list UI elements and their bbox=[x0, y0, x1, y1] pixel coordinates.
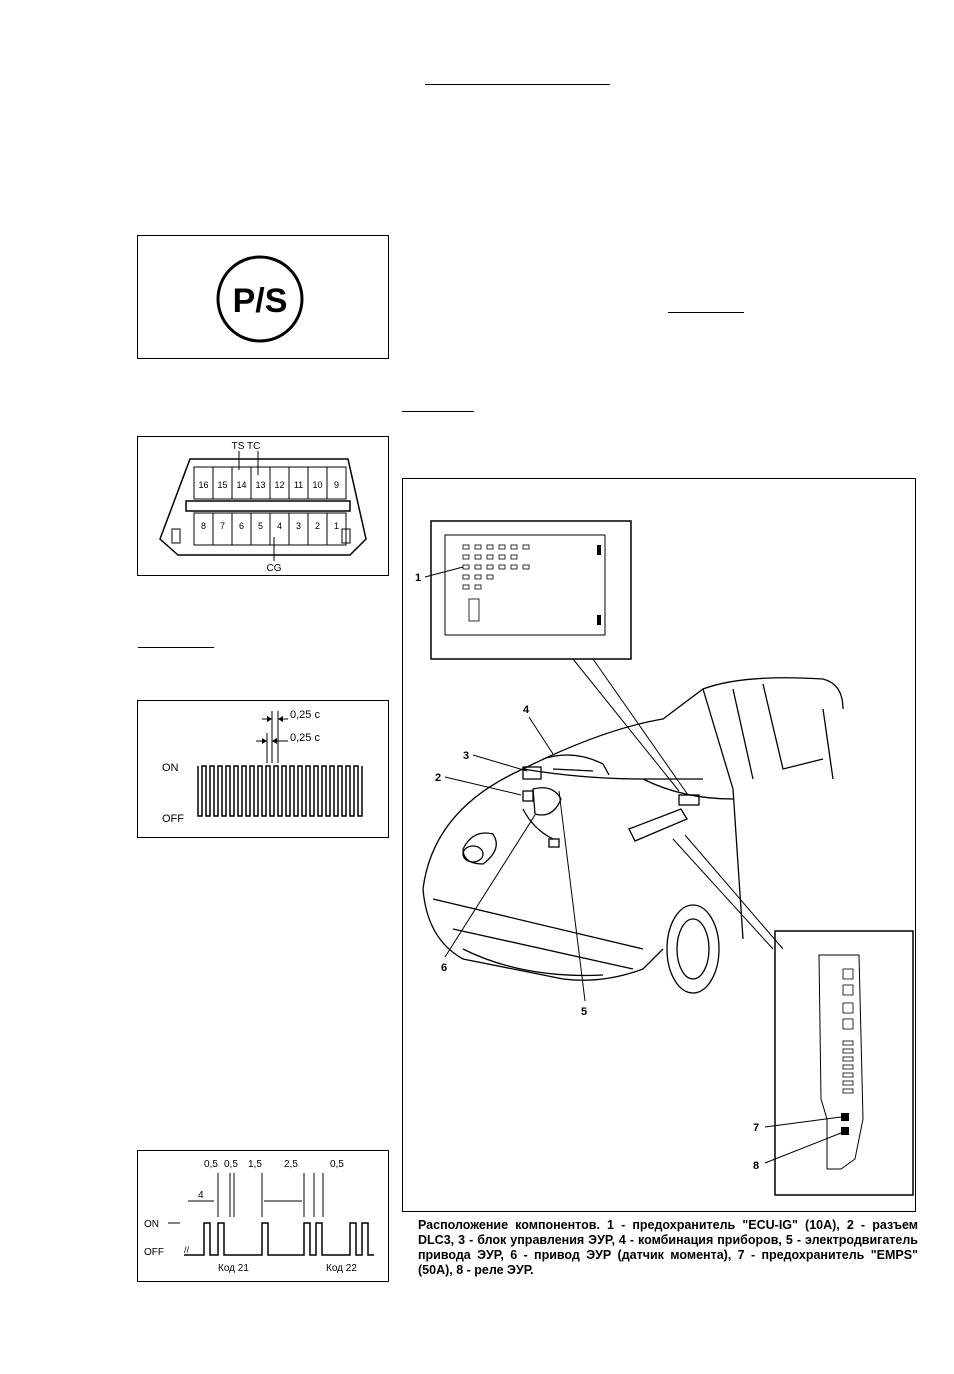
dlc3-pin: 7 bbox=[220, 521, 225, 531]
code-pattern-diagram: 0,5 0,5 1,5 2,5 0,5 4 ON OFF // Код 21 К… bbox=[144, 1159, 374, 1274]
code-timing: 0,5 bbox=[204, 1159, 218, 1170]
ps-indicator-panel: P/S bbox=[137, 235, 389, 359]
callout-1: 1 bbox=[415, 572, 421, 584]
components-illustration: 1 bbox=[415, 520, 914, 1196]
heading-rule-right bbox=[402, 411, 474, 412]
dlc3-pin: 9 bbox=[334, 480, 339, 490]
code-timing: 0,5 bbox=[330, 1159, 344, 1170]
blink-off-label: OFF bbox=[162, 813, 184, 825]
dlc3-pin: 8 bbox=[201, 521, 206, 531]
code-pattern-panel: 0,5 0,5 1,5 2,5 0,5 4 ON OFF // Код 21 К… bbox=[137, 1150, 389, 1282]
components-figure: 1 bbox=[402, 478, 916, 1212]
blink-interval-2: 0,25 c bbox=[290, 732, 320, 744]
dlc3-pin: 4 bbox=[277, 521, 282, 531]
heading-rule-top bbox=[425, 84, 610, 85]
components-caption: Расположение компонентов. 1 - предохрани… bbox=[418, 1218, 918, 1277]
blink-pattern-panel: 0,25 c 0,25 c ON OFF bbox=[137, 700, 389, 838]
dlc3-pin: 13 bbox=[255, 480, 265, 490]
dlc3-pin: 15 bbox=[217, 480, 227, 490]
ps-indicator-icon: P/S bbox=[216, 255, 304, 343]
dlc3-top-label: TS TC bbox=[232, 441, 261, 452]
code-off-label: OFF bbox=[144, 1247, 164, 1258]
dlc3-pin: 2 bbox=[315, 521, 320, 531]
blink-on-label: ON bbox=[162, 762, 179, 774]
code-21-label: Код 21 bbox=[218, 1263, 249, 1274]
dlc3-pin: 3 bbox=[296, 521, 301, 531]
code-on-label: ON bbox=[144, 1219, 159, 1230]
dlc3-pin: 5 bbox=[258, 521, 263, 531]
dlc3-pin: 11 bbox=[294, 480, 303, 490]
dlc3-pin: 14 bbox=[236, 480, 246, 490]
svg-text://: // bbox=[184, 1245, 190, 1255]
dlc3-bottom-label: CG bbox=[267, 563, 282, 574]
dlc3-pin: 16 bbox=[198, 480, 208, 490]
code-timing: 0,5 bbox=[224, 1159, 238, 1170]
heading-rule-left bbox=[138, 647, 214, 648]
dlc3-pin: 12 bbox=[274, 480, 284, 490]
callout-7: 7 bbox=[753, 1122, 759, 1134]
callout-2: 2 bbox=[435, 772, 441, 784]
dlc3-connector-panel: TS TC 16 15 14 13 12 11 10 9 8 7 6 5 4 3… bbox=[137, 436, 389, 576]
dlc3-pin: 1 bbox=[334, 521, 339, 531]
code-timing: 2,5 bbox=[284, 1159, 298, 1170]
blink-pattern-diagram: 0,25 c 0,25 c ON OFF bbox=[162, 709, 363, 825]
ps-indicator-label: P/S bbox=[233, 282, 288, 320]
callout-3: 3 bbox=[463, 750, 469, 762]
heading-rule-mid bbox=[668, 312, 744, 313]
code-22-label: Код 22 bbox=[326, 1263, 357, 1274]
callout-4: 4 bbox=[523, 704, 530, 716]
callout-8: 8 bbox=[753, 1160, 759, 1172]
blink-interval-1: 0,25 c bbox=[290, 709, 320, 721]
dlc3-pin: 6 bbox=[239, 521, 244, 531]
code-count-label: 4 bbox=[198, 1190, 204, 1201]
dlc3-pin: 10 bbox=[312, 480, 322, 490]
code-timing: 1,5 bbox=[248, 1159, 262, 1170]
callout-5: 5 bbox=[581, 1006, 587, 1018]
dlc3-connector-diagram: TS TC 16 15 14 13 12 11 10 9 8 7 6 5 4 3… bbox=[159, 441, 367, 574]
callout-6: 6 bbox=[441, 962, 447, 974]
